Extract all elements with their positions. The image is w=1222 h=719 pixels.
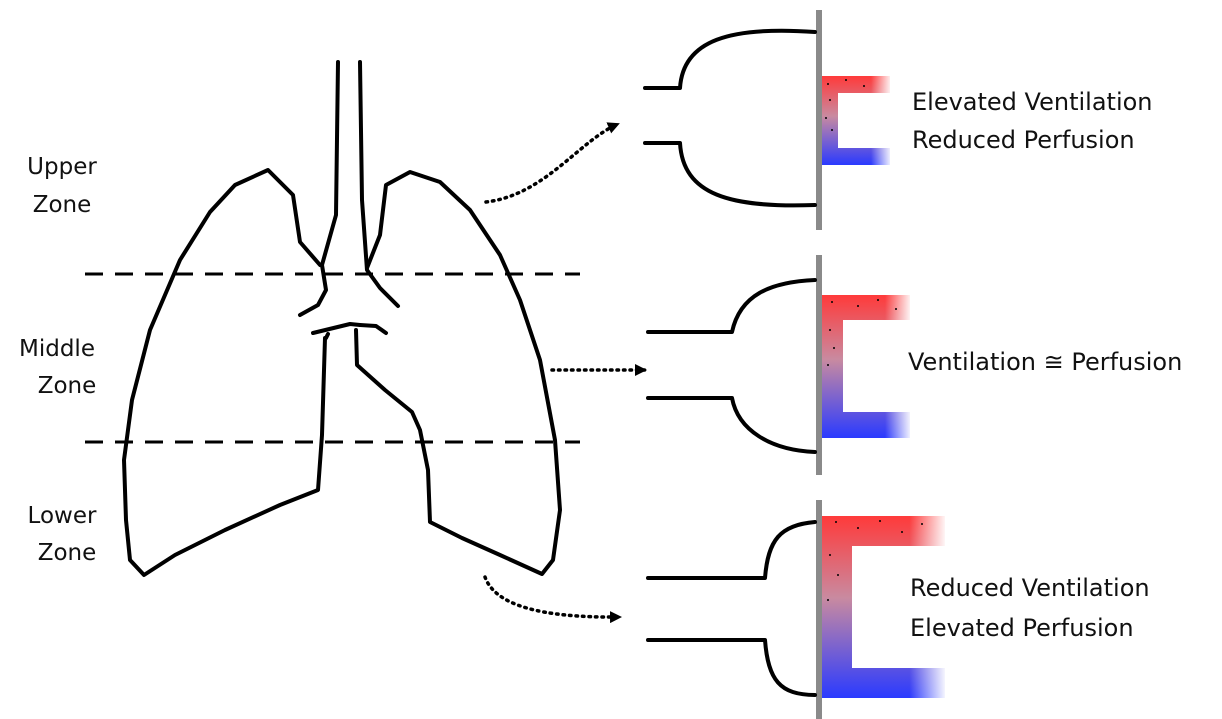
middle-zone-label-line2: Zone: [38, 373, 97, 399]
bronchus-left: [313, 324, 360, 333]
middle-alveolus: Ventilation ≅ Perfusion: [648, 255, 1182, 475]
upper-alveolus-outline: [645, 31, 815, 206]
middle-zone-label-line1: Middle: [19, 336, 95, 362]
lower-alveolus-outline: [648, 522, 815, 695]
lower-alveolus-label-line2: Elevated Perfusion: [910, 614, 1134, 642]
upper-alveolus: Elevated Ventilation Reduced Perfusion: [645, 10, 1153, 230]
upper-alveolus-label-line2: Reduced Perfusion: [912, 126, 1135, 154]
middle-alveolus-outline: [648, 280, 815, 452]
left-lung: [124, 170, 325, 575]
upper-zone-arrow: [486, 124, 618, 202]
trachea-left-wall: [300, 62, 338, 315]
lower-alveolus-label-line1: Reduced Ventilation: [910, 574, 1150, 602]
lower-capillary-fade: [822, 514, 947, 700]
lungs-illustration: [124, 62, 560, 575]
lower-alveolus: Reduced Ventilation Elevated Perfusion: [648, 500, 1150, 719]
lower-zone-label-line2: Zone: [38, 540, 97, 566]
right-lung: [356, 172, 560, 574]
lower-zone-label-line1: Lower: [28, 503, 97, 529]
middle-capillary-fade: [822, 293, 912, 440]
upper-alveolus-label-line1: Elevated Ventilation: [912, 88, 1153, 116]
upper-zone-label-line1: Upper: [27, 154, 97, 180]
upper-zone-label-line2: Zone: [33, 192, 92, 218]
upper-capillary-fade: [822, 74, 892, 167]
bronchus-right: [360, 325, 386, 333]
middle-alveolus-label: Ventilation ≅ Perfusion: [908, 348, 1182, 376]
lower-zone-arrow: [485, 577, 620, 617]
